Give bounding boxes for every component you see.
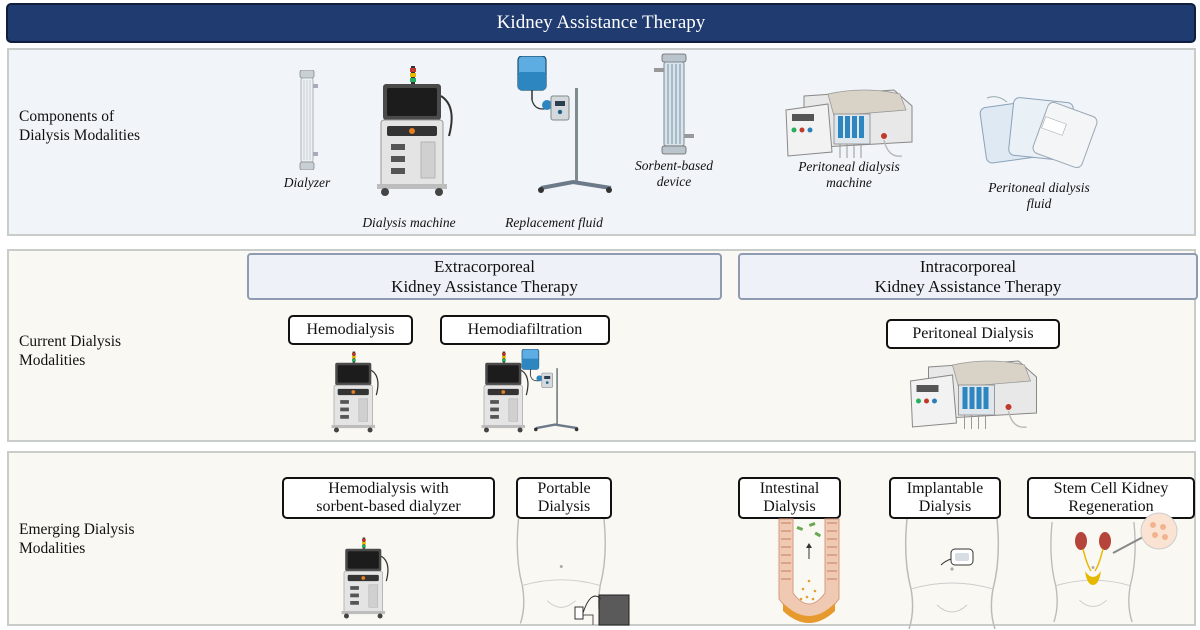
sorbent-device-caption: Sorbent-based device: [614, 158, 734, 190]
emerging-label-line2: Modalities: [19, 540, 86, 557]
stem-cell-regeneration-box: Stem Cell Kidney Regeneration: [1027, 477, 1195, 519]
stem-cell-line1: Stem Cell Kidney: [1053, 480, 1169, 497]
pd-fluid-caption-line1: Peritoneal dialysis: [988, 180, 1090, 195]
hemodialysis-machine-icon: [329, 351, 385, 433]
intracorporeal-header-line1: Intracorporeal: [919, 256, 1017, 276]
intracorporeal-header: Intracorporeal Kidney Assistance Therapy: [738, 253, 1198, 300]
peritoneal-dialysis-box: Peritoneal Dialysis: [886, 319, 1060, 349]
peritoneal-machine-icon: [891, 357, 1056, 437]
sorbent-hemodialysis-line2: sorbent-based dialyzer: [316, 498, 461, 515]
pd-fluid-bag-icon: [979, 96, 1098, 169]
sorbent-hemodialysis-line1: Hemodialysis with: [328, 480, 449, 497]
sorbent-hemodialysis-machine-icon: [339, 537, 395, 619]
emerging-row: Emerging Dialysis Modalities Hemodialysi…: [7, 451, 1196, 629]
portable-dialysis-line2: Dialysis: [537, 498, 591, 515]
components-row-label: Components of Dialysis Modalities: [19, 107, 140, 145]
emerging-row-label: Emerging Dialysis Modalities: [19, 520, 135, 558]
hemodiafiltration-fluid-stand-icon: [519, 349, 579, 433]
portable-dialysis-box: Portable Dialysis: [516, 477, 612, 519]
pd-fluid-caption: Peritoneal dialysis fluid: [969, 180, 1109, 212]
pd-machine-caption-line2: machine: [826, 175, 872, 190]
dialyzer-icon: [295, 70, 319, 170]
pd-fluid-caption-line2: fluid: [1026, 196, 1052, 211]
implantable-dialysis-line1: Implantable: [906, 480, 984, 497]
intestinal-dialysis-line1: Intestinal: [759, 480, 820, 497]
intestinal-dialysis-line2: Dialysis: [763, 498, 816, 515]
dialysis-machine-caption: Dialysis machine: [362, 215, 456, 230]
intestinal-dialysis-illustration-icon: [778, 518, 840, 623]
dialyzer-caption: Dialyzer: [283, 175, 331, 190]
intestinal-dialysis-box: Intestinal Dialysis: [738, 477, 841, 519]
emerging-label-line1: Emerging Dialysis: [19, 521, 135, 538]
portable-dialysis-line1: Portable: [537, 480, 591, 497]
pd-machine-caption-line1: Peritoneal dialysis: [798, 159, 900, 174]
sorbent-caption-line2: device: [656, 174, 692, 189]
sorbent-caption-line1: Sorbent-based: [635, 158, 713, 173]
pd-machine-icon: [784, 86, 914, 166]
stem-cell-illustration-icon: [1050, 512, 1178, 623]
sorbent-device-icon: [654, 53, 694, 155]
implantable-dialysis-line2: Dialysis: [918, 498, 972, 515]
extracorporeal-header-line1: Extracorporeal: [434, 256, 535, 276]
dialysis-machine-icon: [373, 62, 463, 200]
hemodialysis-box: Hemodialysis: [288, 315, 413, 345]
components-row: Components of Dialysis Modalities Dialyz…: [7, 48, 1196, 236]
intracorporeal-header-line2: Kidney Assistance Therapy: [874, 276, 1062, 296]
pd-machine-caption: Peritoneal dialysis machine: [784, 159, 914, 191]
current-label-line2: Modalities: [19, 352, 86, 369]
current-row-label: Current Dialysis Modalities: [19, 332, 121, 370]
sorbent-hemodialysis-box: Hemodialysis with sorbent-based dialyzer: [282, 477, 495, 519]
components-label-line2: Dialysis Modalities: [19, 127, 140, 144]
replacement-fluid-icon: [513, 56, 613, 196]
stem-cell-line2: Regeneration: [1068, 498, 1154, 515]
extracorporeal-header-line2: Kidney Assistance Therapy: [391, 276, 578, 296]
current-label-line1: Current Dialysis: [19, 333, 122, 350]
replacement-fluid-caption: Replacement fluid: [505, 215, 603, 230]
current-row: Current Dialysis Modalities Extracorpore…: [7, 249, 1198, 442]
page-title: Kidney Assistance Therapy: [6, 3, 1196, 43]
implantable-dialysis-box: Implantable Dialysis: [889, 477, 1001, 519]
extracorporeal-header: Extracorporeal Kidney Assistance Therapy: [247, 253, 722, 300]
portable-dialysis-illustration-icon: [516, 519, 630, 626]
hemodiafiltration-box: Hemodiafiltration: [440, 315, 610, 345]
implantable-dialysis-illustration-icon: [904, 519, 1000, 629]
components-label-line1: Components of: [19, 108, 115, 125]
